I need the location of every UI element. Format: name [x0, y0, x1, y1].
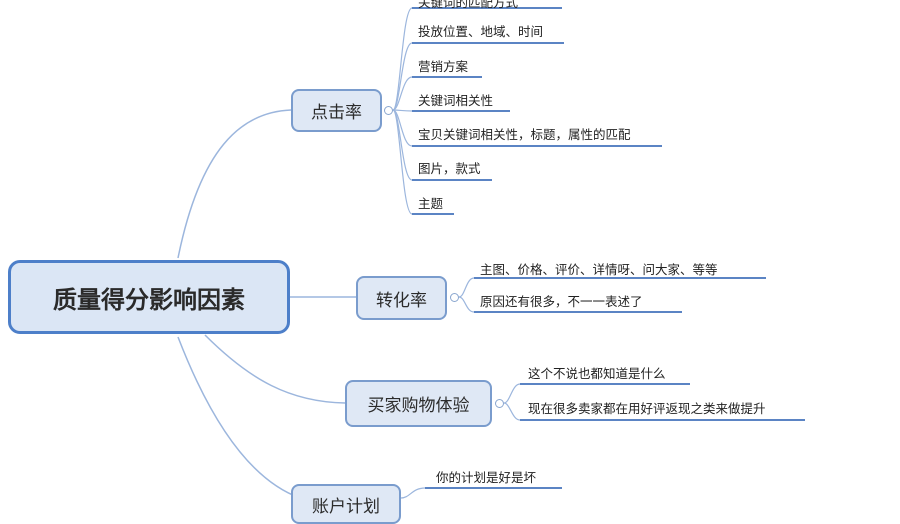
connector-conversion-rate-leaf-1 [458, 277, 475, 298]
leaf-buyer-experience-2[interactable]: 现在很多卖家都在用好评返现之类来做提升 [528, 401, 766, 416]
root-node[interactable]: 质量得分影响因素 [8, 260, 290, 334]
leaf-conversion-rate-2[interactable]: 原因还有很多，不一一表述了 [480, 294, 643, 309]
leaf-conversion-rate-1[interactable]: 主图、价格、评价、详情呀、问大家、等等 [480, 262, 718, 277]
leaf-click-rate-4[interactable]: 关键词相关性 [418, 93, 494, 108]
leaf-account-plan-1[interactable]: 你的计划是好是坏 [436, 470, 537, 485]
connector-click-rate-leaf-3 [392, 76, 413, 111]
connector-root-click-rate [177, 109, 292, 259]
collapse-toggle-click-rate[interactable] [384, 106, 393, 115]
leaf-click-rate-3[interactable]: 营销方案 [418, 59, 469, 74]
connector-root-buyer-experience [204, 334, 346, 404]
branch-node-conversion-rate[interactable]: 转化率 [356, 276, 447, 320]
leaf-click-rate-2[interactable]: 投放位置、地域、时间 [418, 24, 544, 39]
connector-click-rate-leaf-7 [392, 109, 413, 215]
connector-account-plan-leaf-1 [400, 487, 426, 499]
connector-root-account-plan [177, 336, 301, 499]
leaf-click-rate-5[interactable]: 宝贝关键词相关性，标题，属性的匹配 [418, 127, 631, 142]
connector-layer [177, 7, 805, 499]
leaf-click-rate-7[interactable]: 主题 [418, 196, 444, 211]
connector-click-rate-leaf-4 [392, 109, 413, 112]
connector-buyer-experience-leaf-2 [503, 402, 521, 421]
branch-node-account-plan[interactable]: 账户计划 [291, 484, 401, 524]
leaf-click-rate-6[interactable]: 图片，款式 [418, 161, 481, 176]
connector-click-rate-leaf-1 [392, 7, 413, 111]
collapse-toggle-conversion-rate[interactable] [450, 293, 459, 302]
collapse-toggle-buyer-experience[interactable] [495, 399, 504, 408]
branch-node-click-rate[interactable]: 点击率 [291, 89, 382, 132]
leaf-buyer-experience-1[interactable]: 这个不说也都知道是什么 [528, 366, 666, 381]
connector-conversion-rate-leaf-2 [458, 296, 475, 313]
leaf-click-rate-1[interactable]: 关键词的匹配方式 [418, 0, 519, 10]
branch-node-buyer-experience[interactable]: 买家购物体验 [345, 380, 492, 427]
connector-buyer-experience-leaf-1 [503, 383, 521, 404]
